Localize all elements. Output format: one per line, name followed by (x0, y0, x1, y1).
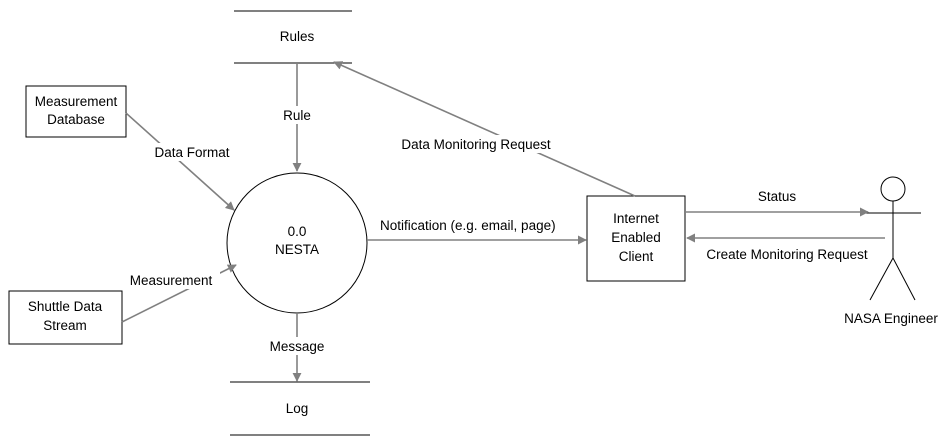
flow-data-monitoring-request[interactable]: Data Monitoring Request (333, 61, 636, 197)
flow-data-format[interactable]: Data Format (125, 112, 236, 211)
external-internet-enabled-client[interactable]: Internet Enabled Client (586, 195, 686, 282)
flow-label-notification: Notification (e.g. email, page) (380, 218, 556, 233)
entity-label-line1: Shuttle Data (28, 299, 103, 314)
flow-label-create-monitoring-request: Create Monitoring Request (706, 247, 868, 262)
entity-label-line2: Database (47, 112, 105, 127)
flow-status[interactable]: Status (685, 189, 869, 217)
flow-notification[interactable]: Notification (e.g. email, page) (367, 218, 587, 245)
actor-left-leg (869, 257, 894, 301)
flow-arrow (333, 61, 636, 197)
flow-label-bg (122, 271, 220, 289)
process-name: NESTA (275, 242, 319, 257)
external-measurement-database[interactable]: Measurement Database (25, 85, 127, 138)
actor-label: NASA Engineer (844, 311, 938, 326)
flow-measurement[interactable]: Measurement (121, 264, 237, 323)
flow-label-message: Message (270, 339, 325, 354)
entity-box (25, 85, 127, 138)
entity-label-line2: Enabled (611, 230, 661, 245)
flow-label-bg (280, 106, 316, 124)
flow-arrow (125, 112, 235, 211)
flow-label-data-monitoring-request: Data Monitoring Request (401, 137, 551, 152)
entity-label-line2: Stream (43, 318, 87, 333)
flow-label-bg (148, 143, 236, 161)
flow-rule[interactable]: Rule (280, 63, 316, 172)
flow-label-bg (268, 337, 328, 355)
entity-label-line1: Internet (613, 211, 659, 226)
actor-head (880, 176, 906, 202)
flow-message[interactable]: Message (268, 313, 328, 382)
flow-label-status: Status (758, 189, 797, 204)
flow-label-rule: Rule (283, 108, 311, 123)
entity-box (586, 195, 686, 282)
flow-create-monitoring-request[interactable]: Create Monitoring Request (686, 233, 885, 262)
entity-label-line3: Client (619, 249, 654, 264)
entity-label-line1: Measurement (35, 94, 118, 109)
process-nesta[interactable]: 0.0 NESTA (226, 172, 368, 314)
flow-label-measurement: Measurement (130, 273, 213, 288)
process-number: 0.0 (288, 224, 307, 239)
data-store-rules[interactable]: Rules (234, 10, 352, 64)
actor-right-leg (892, 257, 916, 301)
entity-box (8, 290, 123, 345)
flow-label-data-format: Data Format (154, 145, 229, 160)
store-label-log: Log (286, 401, 309, 416)
flow-label-bg (388, 135, 564, 153)
store-label-rules: Rules (280, 29, 315, 44)
external-shuttle-data-stream[interactable]: Shuttle Data Stream (8, 290, 123, 345)
data-store-log[interactable]: Log (230, 381, 370, 436)
actor-nasa-engineer[interactable]: NASA Engineer (844, 176, 938, 326)
